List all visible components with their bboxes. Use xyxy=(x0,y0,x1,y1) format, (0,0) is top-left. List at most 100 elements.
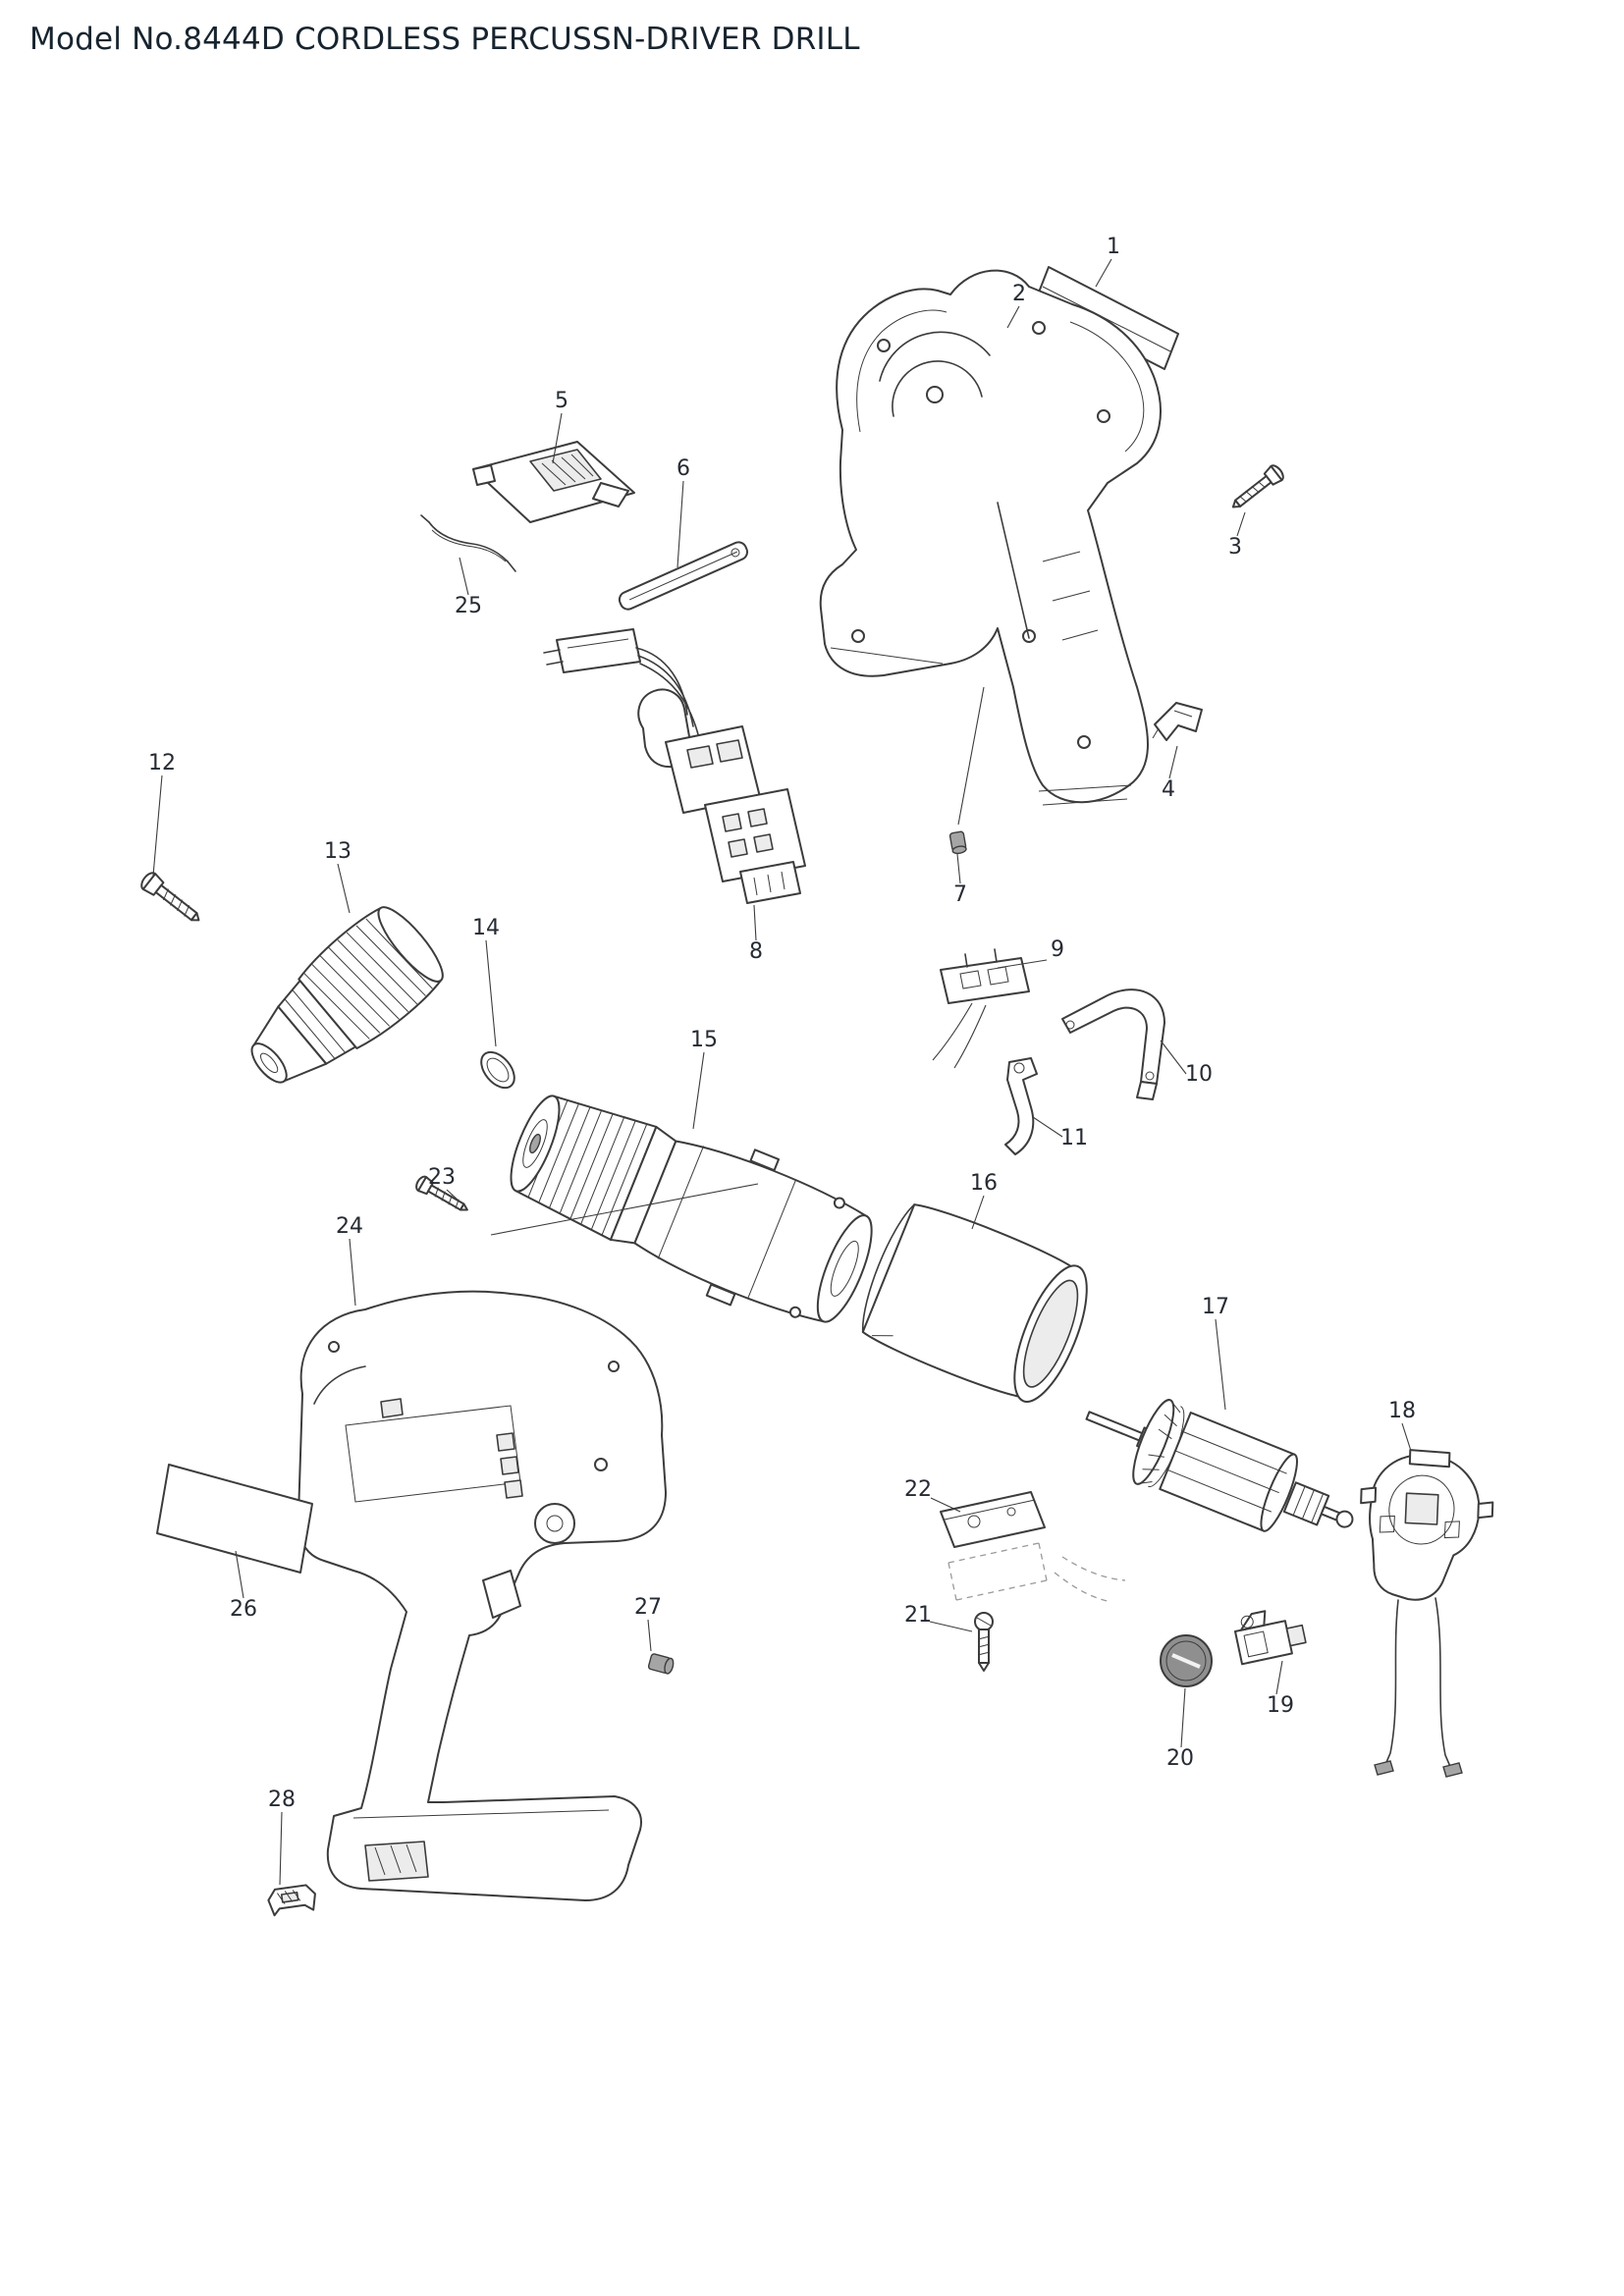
part-number-26: 26 xyxy=(230,1597,257,1622)
part-number-1: 1 xyxy=(1107,235,1120,259)
part-plate-screw xyxy=(974,1612,994,1672)
wire-hook xyxy=(420,514,516,572)
part-number-10: 10 xyxy=(1185,1062,1213,1087)
leader-20 xyxy=(1180,1687,1186,1748)
leader-8 xyxy=(753,904,757,941)
part-housing-screw xyxy=(1231,464,1284,508)
ghost-arrow xyxy=(1061,1556,1126,1581)
commutator-bar xyxy=(1292,1485,1306,1516)
terminal-base-slot xyxy=(753,877,758,896)
leader-11 xyxy=(1032,1116,1063,1138)
leader-16 xyxy=(971,1195,985,1230)
ghost-line xyxy=(1038,1542,1048,1581)
screw-boss xyxy=(851,629,865,643)
screw-tip xyxy=(978,1662,990,1672)
collar-front-ring xyxy=(522,1119,548,1168)
cap-rim xyxy=(1165,1640,1207,1682)
part-number-22: 22 xyxy=(904,1477,932,1502)
switch-slot xyxy=(716,739,743,763)
screw-thread xyxy=(1257,480,1267,489)
plate-bend xyxy=(944,1499,1036,1521)
collar-rib xyxy=(559,1109,603,1214)
commutator-bar xyxy=(1311,1493,1325,1523)
armature-front-shaft xyxy=(1085,1411,1144,1442)
part-bent-lever xyxy=(1004,1057,1038,1155)
terminal-block xyxy=(704,788,806,882)
part-number-8: 8 xyxy=(749,939,763,964)
washer-outer xyxy=(480,1050,515,1090)
square-bore xyxy=(1404,1492,1439,1525)
connector-hole xyxy=(959,970,982,989)
part-baffle-plate xyxy=(940,1491,1126,1603)
latch-hatch xyxy=(374,1846,386,1876)
part-wire-spring xyxy=(420,514,516,572)
part-washer xyxy=(480,1050,515,1090)
bracket-outline xyxy=(1061,988,1165,1085)
terminal-slot xyxy=(722,813,742,832)
cap-slot xyxy=(1171,1653,1201,1669)
fan-blade xyxy=(1148,1454,1164,1458)
part-number-15: 15 xyxy=(690,1028,718,1052)
clip-hatch xyxy=(284,1891,294,1902)
terminal-slot xyxy=(753,833,774,853)
vent-slot xyxy=(500,1456,519,1475)
terminal-base-slot xyxy=(767,874,772,893)
screw-thread xyxy=(1245,490,1254,499)
screw-tip xyxy=(1231,499,1242,508)
sleeve-groove xyxy=(292,988,347,1053)
leader-14 xyxy=(485,939,497,1047)
screw-thread xyxy=(977,1651,991,1656)
washer-inner xyxy=(486,1057,510,1083)
bracket-top-tab xyxy=(1408,1449,1451,1468)
housing-cradle-arc xyxy=(879,331,991,382)
part-switch-cover xyxy=(472,441,635,523)
chuck-flute xyxy=(328,947,400,1020)
screw-thread xyxy=(448,1195,453,1205)
commutator-bar xyxy=(1301,1489,1315,1520)
housing-base-rail xyxy=(1038,784,1132,792)
fan-blade xyxy=(1164,1414,1177,1427)
sleeve-closed-end xyxy=(861,1203,916,1333)
part-brush-holder xyxy=(1234,1610,1307,1666)
part-number-27: 27 xyxy=(634,1595,662,1620)
screw-tip xyxy=(459,1202,468,1211)
case-screw xyxy=(788,1306,801,1318)
gear-case-rear xyxy=(816,1214,873,1323)
part-pin-small xyxy=(647,1653,675,1675)
housing-inner-outline xyxy=(856,309,1145,453)
lead-terminal xyxy=(1442,1762,1463,1778)
mount-lug xyxy=(749,1148,781,1172)
housing-rib xyxy=(1042,551,1081,562)
connector-detail xyxy=(567,638,629,649)
leader-13 xyxy=(337,863,351,914)
button-serration xyxy=(561,456,586,480)
clip-hatch xyxy=(292,1890,301,1901)
part-housing-body xyxy=(297,1290,667,1901)
core-lamination xyxy=(1174,1450,1279,1494)
vent-slot xyxy=(504,1479,523,1499)
assembly-lines xyxy=(490,686,985,1236)
bracket-lug xyxy=(1360,1486,1378,1505)
connector-pin xyxy=(546,661,564,666)
leader-6 xyxy=(677,480,684,568)
selector-button xyxy=(380,1398,404,1418)
housing-rib xyxy=(1052,590,1091,602)
rear-bearing xyxy=(1335,1510,1354,1528)
case-seam xyxy=(657,1146,705,1259)
part-number-17: 17 xyxy=(1202,1295,1229,1319)
part-pin xyxy=(948,830,967,855)
sleeve-notch xyxy=(872,1335,893,1337)
nameplate-detail xyxy=(1042,286,1171,352)
bearing-ring xyxy=(1388,1474,1455,1545)
lever-outline xyxy=(1004,1057,1038,1155)
assembly-line xyxy=(957,686,985,826)
bracket-body xyxy=(1368,1454,1481,1601)
housing-flange-line xyxy=(830,647,944,665)
bracket-hole xyxy=(1145,1071,1155,1081)
part-number-11: 11 xyxy=(1060,1126,1088,1150)
part-strap-bracket xyxy=(1061,988,1165,1100)
part-motor-sleeve xyxy=(861,1203,1088,1403)
screw-shank xyxy=(154,883,198,922)
connector-lead xyxy=(953,1004,987,1069)
